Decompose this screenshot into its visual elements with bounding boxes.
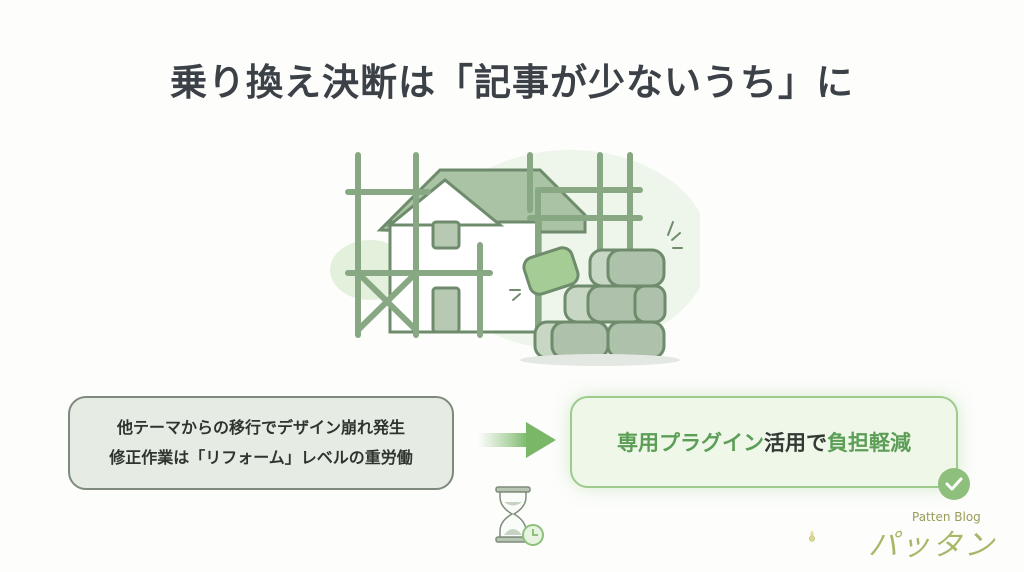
solution-text-middle: 活用で: [764, 431, 827, 455]
solution-highlight-plugin: 専用プラグイン: [617, 431, 764, 455]
logo-mascot-icon: [809, 530, 815, 542]
hourglass-icon: [495, 486, 544, 546]
solution-highlight-reduce: 負担軽減: [827, 431, 911, 455]
problem-line-1: 他テーマからの移行でデザイン崩れ発生: [116, 418, 405, 437]
problem-line-2: 修正作業は「リフォーム」レベルの重労働: [109, 448, 413, 467]
page-title: 乗り換え決断は「記事が少ないうち」に: [170, 61, 854, 104]
problem-box: 他テーマからの移行でデザイン崩れ発生 修正作業は「リフォーム」レベルの重労働: [68, 396, 454, 490]
logo-name: パッタン: [868, 528, 996, 563]
check-icon: [938, 468, 970, 500]
arrow-right-icon: [478, 422, 556, 458]
construction-illustration: [330, 150, 700, 366]
house-door: [431, 286, 461, 334]
solution-box: 専用プラグイン活用で負担軽減: [570, 396, 958, 488]
logo-subtitle: Patten Blog: [912, 510, 981, 524]
house-window: [431, 220, 461, 250]
